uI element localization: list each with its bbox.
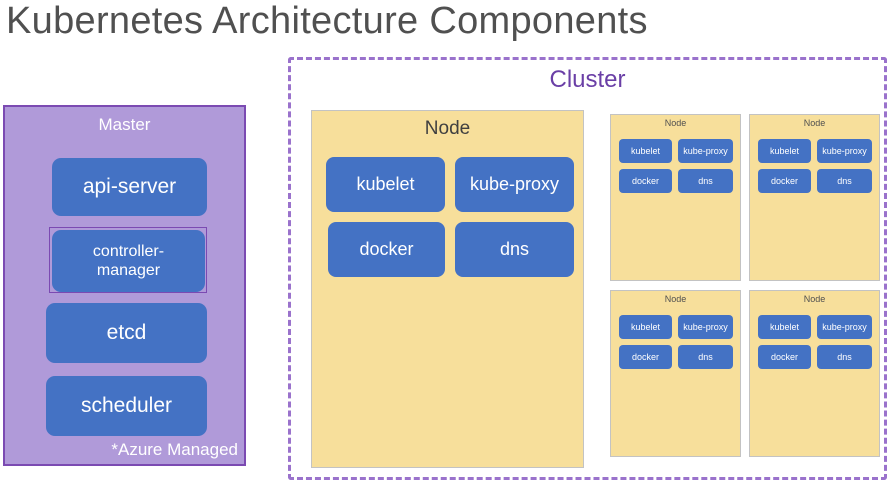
kube-proxy-box: kube-proxy: [678, 315, 733, 339]
docker-box: docker: [619, 345, 672, 369]
main-node: Node kubelet kube-proxy docker dns: [311, 110, 584, 468]
cluster-boundary: Cluster Node kubelet kube-proxy docker d…: [288, 57, 887, 480]
small-node-1: Node kubelet kube-proxy docker dns: [610, 114, 741, 281]
kubelet-box: kubelet: [758, 139, 811, 163]
small-node-label: Node: [664, 118, 687, 128]
main-node-label: Node: [424, 118, 471, 139]
docker-box: docker: [758, 169, 811, 193]
small-node-label: Node: [664, 294, 687, 304]
docker-box: docker: [619, 169, 672, 193]
etcd-box: etcd: [46, 303, 207, 363]
master-label: Master: [98, 115, 151, 134]
small-node-3: Node kubelet kube-proxy docker dns: [610, 290, 741, 457]
dns-box: dns: [678, 169, 733, 193]
small-node-2: Node kubelet kube-proxy docker dns: [749, 114, 880, 281]
cluster-label: Cluster: [549, 66, 626, 93]
kubelet-box: kubelet: [619, 139, 672, 163]
dns-box: dns: [817, 345, 872, 369]
small-node-label: Node: [803, 118, 826, 128]
docker-box: docker: [328, 222, 445, 277]
small-node-4: Node kubelet kube-proxy docker dns: [749, 290, 880, 457]
kubelet-box: kubelet: [326, 157, 445, 212]
kubelet-box: kubelet: [758, 315, 811, 339]
docker-box: docker: [758, 345, 811, 369]
dns-box: dns: [455, 222, 574, 277]
controller-manager-frame: [49, 227, 207, 293]
dns-box: dns: [817, 169, 872, 193]
azure-managed-note: *Azure Managed: [111, 440, 238, 459]
kubelet-box: kubelet: [619, 315, 672, 339]
kube-proxy-box: kube-proxy: [817, 315, 872, 339]
api-server-box: api-server: [52, 158, 207, 216]
kube-proxy-box: kube-proxy: [678, 139, 733, 163]
kube-proxy-box: kube-proxy: [817, 139, 872, 163]
dns-box: dns: [678, 345, 733, 369]
master-panel: Master api-server controller-manager etc…: [3, 105, 246, 466]
scheduler-box: scheduler: [46, 376, 207, 436]
small-node-label: Node: [803, 294, 826, 304]
kube-proxy-box: kube-proxy: [455, 157, 574, 212]
controller-manager-box: controller-manager: [52, 230, 205, 292]
page-title: Kubernetes Architecture Components: [6, 0, 648, 42]
